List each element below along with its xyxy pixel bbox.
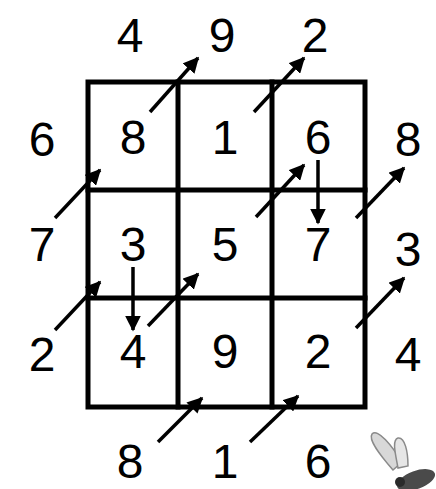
diagonal-arrow bbox=[254, 58, 304, 112]
diagonal-arrow bbox=[148, 274, 198, 326]
fly-wing bbox=[395, 438, 408, 468]
square-cell: 9 bbox=[208, 332, 243, 372]
square-cell: 3 bbox=[116, 225, 151, 265]
diagonal-arrow bbox=[356, 278, 404, 328]
grid-border bbox=[88, 82, 365, 407]
square-cell: 4 bbox=[116, 332, 151, 372]
fly-icon bbox=[371, 433, 436, 489]
border-number: 4 bbox=[395, 335, 422, 375]
grid-line bbox=[176, 82, 181, 407]
square-cell: 7 bbox=[301, 225, 336, 265]
diagonal-arrow bbox=[55, 282, 100, 330]
square-cell: 5 bbox=[208, 225, 243, 265]
cell-number: 6 bbox=[305, 118, 332, 158]
square-cell: 8 bbox=[116, 118, 151, 158]
cell-number: 8 bbox=[120, 118, 147, 158]
diagonal-arrow bbox=[158, 398, 202, 442]
border-number: 8 bbox=[117, 442, 144, 482]
cell-number: 2 bbox=[305, 332, 332, 372]
diagonal-arrow bbox=[256, 165, 304, 217]
border-number: 2 bbox=[302, 16, 329, 56]
border-number: 6 bbox=[29, 120, 56, 160]
border-number: 9 bbox=[209, 16, 236, 56]
fly-head bbox=[395, 477, 405, 487]
diagonal-arrows bbox=[55, 58, 404, 442]
square-cell: 1 bbox=[208, 118, 243, 158]
square-cell: 2 bbox=[301, 332, 336, 372]
cell-number: 5 bbox=[212, 225, 239, 265]
cell-number: 4 bbox=[120, 332, 147, 372]
border-number: 7 bbox=[29, 225, 56, 265]
cell-number: 9 bbox=[212, 332, 239, 372]
border-number: 8 bbox=[395, 120, 422, 160]
cell-number: 7 bbox=[305, 225, 332, 265]
grid bbox=[88, 82, 365, 407]
border-number: 4 bbox=[117, 16, 144, 56]
border-number: 3 bbox=[395, 230, 422, 270]
grid-line bbox=[270, 82, 275, 407]
down-arrow bbox=[316, 160, 320, 223]
down-arrow bbox=[131, 267, 135, 330]
cell-number: 1 bbox=[212, 118, 239, 158]
diagonal-arrow bbox=[250, 396, 298, 442]
diagonal-arrow bbox=[356, 168, 404, 218]
border-number: 2 bbox=[29, 335, 56, 375]
diagonal-arrow bbox=[150, 58, 198, 112]
cell-number: 3 bbox=[120, 225, 147, 265]
border-number: 6 bbox=[305, 442, 332, 482]
border-number: 1 bbox=[212, 442, 239, 482]
grid-line bbox=[88, 296, 365, 301]
diagonal-arrow bbox=[55, 170, 100, 218]
fly-body bbox=[394, 465, 436, 489]
square-cell: 6 bbox=[301, 118, 336, 158]
grid-line bbox=[88, 188, 365, 193]
